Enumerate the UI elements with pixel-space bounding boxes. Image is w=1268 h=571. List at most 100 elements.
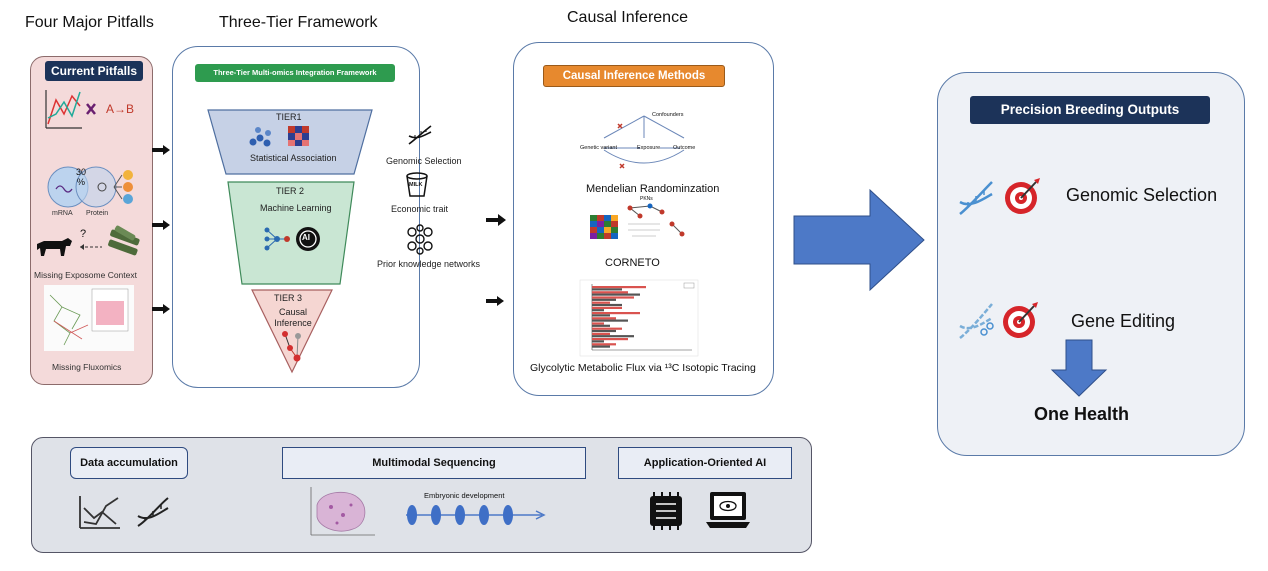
pitfalls-header: Current Pitfalls xyxy=(45,61,143,81)
flux-bar-red xyxy=(592,317,616,320)
application-ai-label: Application-Oriented AI xyxy=(618,447,792,479)
flux-bar-red xyxy=(592,306,622,309)
flux-bar-red xyxy=(592,301,610,304)
embryo-timeline-icon xyxy=(406,505,546,525)
venn-left-label: mRNA xyxy=(52,210,73,217)
output-genomic-selection: Genomic Selection xyxy=(1066,185,1218,205)
flux-bar-red xyxy=(592,322,604,325)
dag-genetic-variant: Genetic variant xyxy=(580,145,617,151)
arrow-down-icon xyxy=(1050,339,1108,397)
mr-label: Mendelian Randominzation xyxy=(586,183,720,195)
ai-laptop-icon xyxy=(706,492,750,528)
flux-bar-red xyxy=(592,343,616,346)
venn-overlap-label: 30 % xyxy=(75,167,86,187)
cow-icon xyxy=(37,238,72,256)
tier1-label: Statistical Association xyxy=(250,153,337,163)
pkn-network-icon xyxy=(627,203,685,237)
heatmap-icon xyxy=(288,126,309,146)
causal-header: Causal Inference Methods xyxy=(543,65,725,87)
side-item-genomic-selection: Genomic Selection xyxy=(386,156,462,166)
neural-network-icon xyxy=(264,227,290,251)
tissue-section-icon xyxy=(310,487,375,536)
tier3-label: Causal Inference xyxy=(274,307,312,328)
flux-bar-gray xyxy=(592,303,622,307)
milk-label: MILK xyxy=(409,182,423,188)
tier3-title: TIER 3 xyxy=(274,293,303,303)
network-nodes-icon xyxy=(407,224,433,255)
pkns-label: PKNs xyxy=(640,196,653,202)
arrow-right-icon xyxy=(152,145,170,155)
flux-bar-red xyxy=(592,338,628,341)
flux-bar-gray xyxy=(592,288,622,291)
flux-bar-red xyxy=(592,286,646,289)
flux-label: Glycolytic Metabolic Flux via ¹³C Isotop… xyxy=(530,362,756,374)
target-icon xyxy=(1003,302,1038,338)
corneto-matrix-icon xyxy=(590,215,618,239)
flux-bar-gray xyxy=(592,309,604,312)
flux-bar-gray xyxy=(592,340,604,343)
big-arrow-right-icon xyxy=(793,188,925,292)
flux-bar-gray xyxy=(592,335,634,338)
cross-icon xyxy=(86,103,96,115)
flux-bar-gray xyxy=(592,298,616,301)
line-chart-icon xyxy=(79,496,120,529)
section-title-framework: Three-Tier Framework xyxy=(219,14,378,31)
dag-confounders: Confounders xyxy=(652,112,684,118)
corneto-label: CORNETO xyxy=(605,257,660,269)
scatter-cluster-icon xyxy=(249,127,271,147)
framework-header: Three-Tier Multi-omics Integration Frame… xyxy=(195,64,395,82)
dna-icon xyxy=(137,497,169,527)
arrow-right-icon xyxy=(486,214,506,226)
pathway-map-icon xyxy=(44,285,134,351)
tier2-title: TIER 2 xyxy=(276,186,305,196)
outputs-header: Precision Breeding Outputs xyxy=(970,96,1210,124)
multimodal-sequencing-label: Multimodal Sequencing xyxy=(282,447,586,479)
arrow-right-icon xyxy=(152,304,170,314)
a-to-b-label: A→B xyxy=(106,102,135,116)
causal-graph-icon xyxy=(282,331,301,362)
mr-dag-diagram xyxy=(603,115,685,169)
flux-bar-chart xyxy=(579,279,699,357)
embryonic-label: Embryonic development xyxy=(424,491,505,500)
dag-exposure: Exposure xyxy=(637,145,661,151)
side-item-prior-knowledge: Prior knowledge networks xyxy=(377,259,481,269)
flux-bar-red xyxy=(592,291,628,294)
flux-bar-red xyxy=(592,296,634,299)
fluxomics-label: Missing Fluxomics xyxy=(52,362,122,372)
exposome-label: Missing Exposome Context xyxy=(34,270,137,280)
dna-icon xyxy=(408,125,432,145)
one-health-label: One Health xyxy=(1034,404,1130,424)
target-icon xyxy=(1005,178,1040,214)
tier2-label: Machine Learning xyxy=(260,203,332,213)
flux-bar-red xyxy=(592,327,622,330)
exposome-icon xyxy=(108,225,140,256)
section-title-pitfalls: Four Major Pitfalls xyxy=(25,14,154,31)
tier1-title: TIER1 xyxy=(276,112,302,122)
flux-bar-red xyxy=(592,312,640,315)
dna-scissors-icon xyxy=(959,303,994,339)
output-gene-editing: Gene Editing xyxy=(1071,311,1176,331)
question-mark: ? xyxy=(80,228,87,240)
flux-bar-red xyxy=(592,332,610,335)
flux-bar-gray xyxy=(592,345,610,348)
venn-right-label: Protein xyxy=(86,210,109,217)
milk-bucket-icon xyxy=(406,172,428,197)
dag-outcome: Outcome xyxy=(673,145,696,151)
flux-bar-gray xyxy=(592,324,610,327)
flux-bar-gray xyxy=(592,293,640,296)
arrow-right-icon xyxy=(486,296,504,306)
tier2-shape xyxy=(227,181,355,285)
dna-icon xyxy=(959,181,993,215)
flux-bar-gray xyxy=(592,329,616,333)
data-accumulation-label: Data accumulation xyxy=(70,447,188,479)
flux-bar-gray xyxy=(592,314,610,317)
ai-chip-label: AI xyxy=(302,233,310,242)
flux-bar-gray xyxy=(592,319,628,322)
tier3-shape xyxy=(251,289,333,374)
side-item-economic-trait: Economic trait xyxy=(391,204,449,214)
outputs-panel xyxy=(937,72,1245,456)
section-title-causal: Causal Inference xyxy=(567,9,688,26)
ai-chip-icon xyxy=(296,227,320,251)
trend-chart-icon xyxy=(45,90,82,129)
venn-diagram-icon xyxy=(47,166,133,208)
